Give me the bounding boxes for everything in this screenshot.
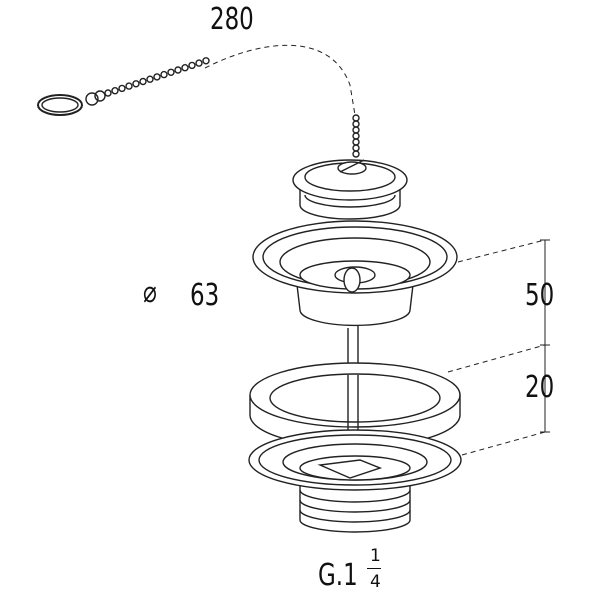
- chain-bead: [181, 63, 189, 72]
- chain-bead: [352, 150, 360, 158]
- height-upper-label: 50: [525, 278, 555, 313]
- stopper: [292, 159, 408, 220]
- chain-bead: [352, 126, 360, 134]
- chain-bead: [352, 132, 360, 140]
- fraction-bar: [367, 568, 381, 569]
- chain-bead: [195, 59, 203, 67]
- chain-bead: [111, 86, 119, 95]
- chain-bead: [139, 77, 147, 86]
- chain-bead: [352, 120, 360, 128]
- chain-bead: [167, 68, 175, 77]
- bottom-flange: [248, 429, 462, 533]
- chain-bead: [146, 75, 154, 83]
- chain-bead: [132, 80, 140, 88]
- diameter-label: 63: [190, 278, 220, 313]
- chain-bead: [352, 114, 360, 122]
- chain-bead: [352, 144, 360, 152]
- chain-bead: [125, 82, 133, 90]
- thread-fraction-numerator: 1: [370, 546, 381, 566]
- chain-bead: [174, 66, 182, 74]
- chain-dashed-line: [204, 44, 356, 116]
- chain-bead: [104, 89, 112, 97]
- chain-bead: [188, 61, 196, 70]
- dimension-lines: [447, 239, 550, 456]
- chain-bead: [118, 84, 126, 93]
- strainer-basket: [252, 220, 458, 327]
- thread-label: G.1: [318, 558, 358, 593]
- key-ring: [37, 90, 106, 116]
- chain-bead: [160, 70, 168, 79]
- ball-chain: [104, 57, 360, 158]
- chain-length-label: 280: [210, 2, 254, 37]
- height-lower-label: 20: [525, 370, 555, 405]
- chain-bead: [202, 57, 210, 65]
- chain-bead: [153, 73, 161, 81]
- chain-bead: [352, 138, 360, 146]
- diameter-symbol: ⌀: [143, 275, 157, 310]
- thread-fraction-denominator: 4: [370, 572, 381, 592]
